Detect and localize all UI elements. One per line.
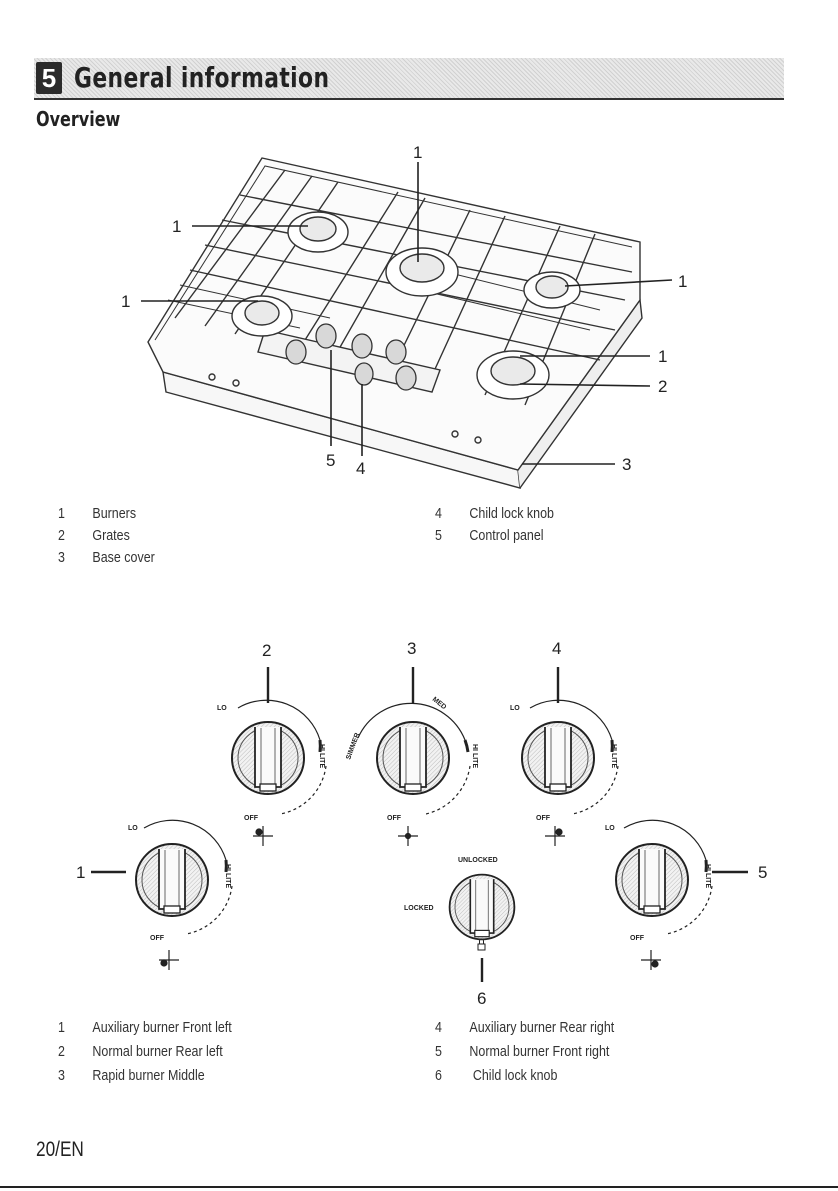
callout-4: 4 [552, 639, 561, 658]
control-knobs-figure: 2 3 4 1 5 6 LO OFF LO OFF OFF LO OFF LO … [76, 639, 767, 1008]
label-locked: LOCKED [404, 905, 434, 912]
label-lo: LO [217, 705, 227, 712]
label-hi-lite: HI LITE [610, 744, 617, 768]
knob-front-right [615, 843, 689, 917]
lock-icon [477, 938, 486, 951]
label-off: OFF [244, 815, 259, 822]
callout-burner-front-left: 1 [121, 292, 130, 311]
label-hi-lite: HI LITE [471, 744, 478, 768]
callout-control-panel: 5 [326, 451, 335, 470]
label-hi-lite: HI LITE [318, 744, 325, 768]
knob-front-left [135, 843, 209, 917]
section-title: General information [74, 61, 330, 94]
legend-item: 6 Child lock knob [435, 1068, 558, 1084]
label-hi-lite: HI LITE [224, 864, 231, 888]
callout-5: 5 [758, 863, 767, 882]
child-lock-knob [448, 873, 516, 941]
callout-2: 2 [262, 641, 271, 660]
label-lo: LO [605, 825, 615, 832]
label-lo: LO [510, 705, 520, 712]
callout-1: 1 [76, 863, 85, 882]
label-med: MED [431, 696, 448, 711]
section-header-bar [34, 58, 784, 100]
label-unlocked: UNLOCKED [458, 857, 498, 864]
callout-grates: 2 [658, 377, 667, 396]
callout-6: 6 [477, 989, 486, 1008]
subsection-title: Overview [36, 107, 121, 131]
label-hi-lite: HI LITE [704, 864, 711, 888]
section-number-badge: 5 [36, 62, 62, 94]
knob-rear-left [231, 721, 305, 795]
knob-middle [376, 721, 450, 795]
label-off: OFF [387, 815, 402, 822]
page-number: 20/EN [36, 1138, 84, 1161]
knob-rear-right [521, 721, 595, 795]
callout-burner-middle: 1 [413, 143, 422, 162]
label-off: OFF [536, 815, 551, 822]
footer-rule [0, 1186, 838, 1188]
cooktop-overview-figure: 1 1 1 1 1 2 3 4 5 [121, 143, 687, 489]
label-simmer: SIMMER [345, 732, 361, 761]
callout-child-lock-knob: 4 [356, 459, 365, 478]
label-lo: LO [128, 825, 138, 832]
callout-3: 3 [407, 639, 416, 658]
callout-burner-rear-right: 1 [678, 272, 687, 291]
label-off: OFF [630, 935, 645, 942]
callout-base-cover: 3 [622, 455, 631, 474]
callout-burner-rear-left: 1 [172, 217, 181, 236]
label-off: OFF [150, 935, 165, 942]
callout-burner-front-right: 1 [658, 347, 667, 366]
